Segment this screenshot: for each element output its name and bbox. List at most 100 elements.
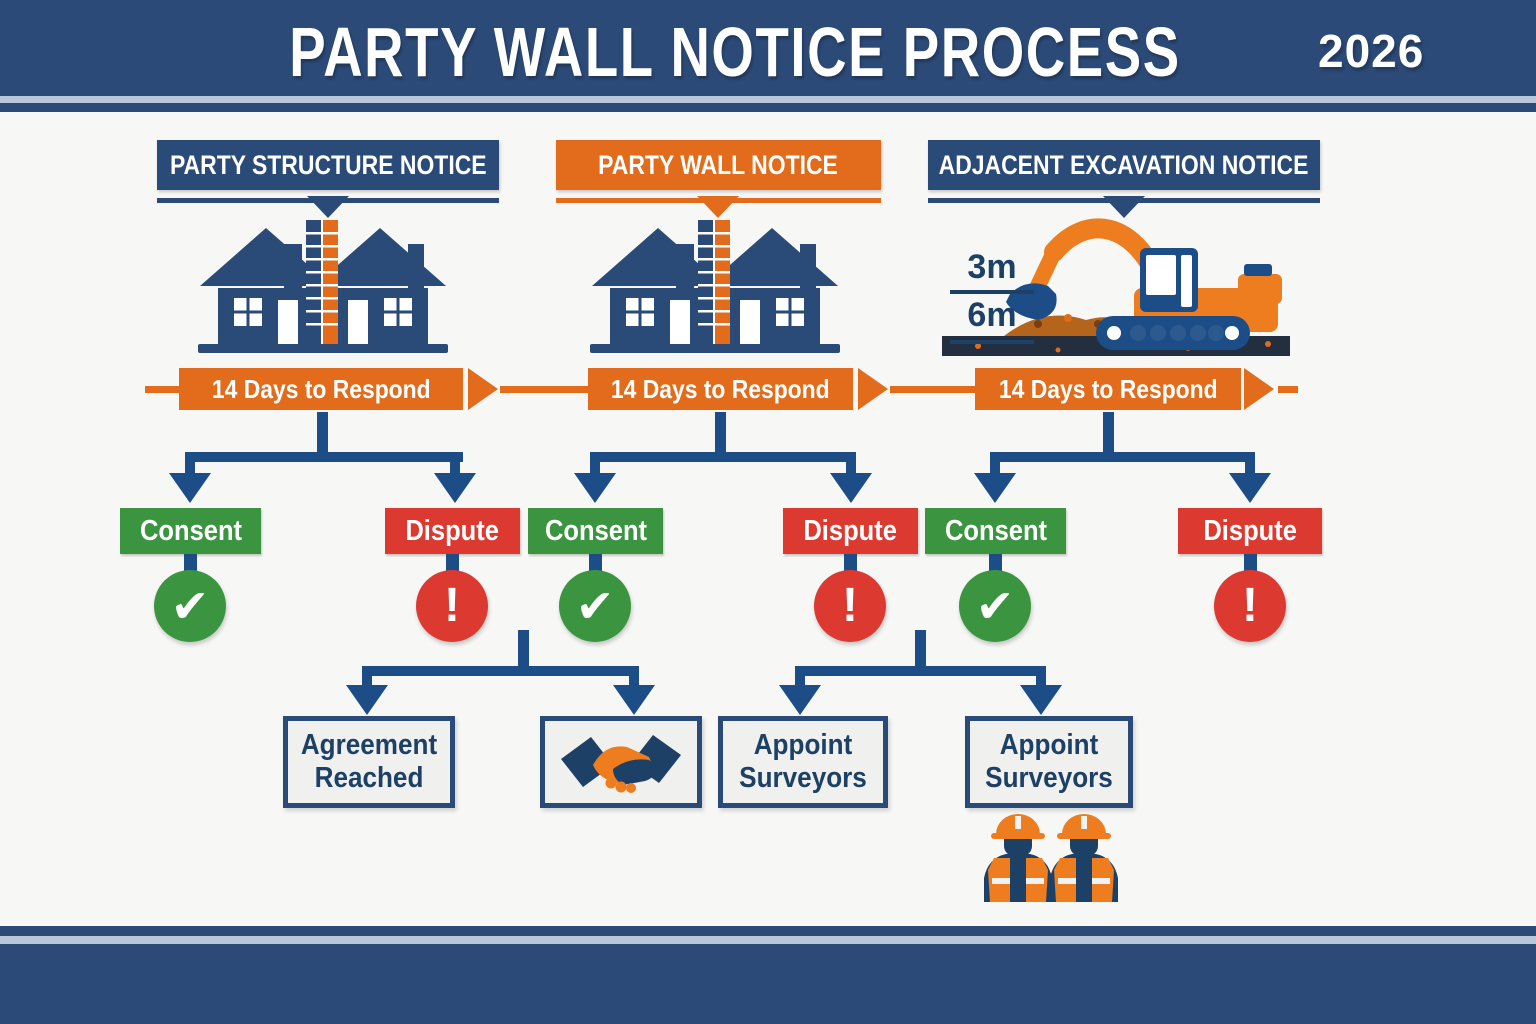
- flow-line: [145, 386, 179, 393]
- stub-line: [184, 554, 197, 572]
- notice-header-label: PARTY WALL NOTICE: [598, 149, 839, 180]
- excavation-depth-3m: 3m: [950, 248, 1034, 294]
- handshake-icon: [561, 735, 681, 793]
- header-year: 2026: [1318, 25, 1425, 77]
- consent-label: Consent: [139, 514, 242, 547]
- branch-line: [362, 674, 372, 686]
- handshake-box: [540, 716, 702, 808]
- party-wall-houses-icon: [590, 220, 840, 353]
- down-arrow-icon: [1229, 473, 1271, 503]
- appoint-surveyors-label: Appoint Surveyors: [739, 728, 867, 794]
- notice-pointer: [307, 196, 349, 218]
- branch-line: [518, 630, 529, 670]
- stub-line: [844, 554, 857, 572]
- down-arrow-icon: [613, 685, 655, 715]
- exclamation-glyph: !: [444, 579, 460, 632]
- excavation-depth-6m: 6m: [950, 296, 1034, 344]
- branch-line: [1245, 460, 1255, 474]
- notice-header-label: ADJACENT EXCAVATION NOTICE: [939, 149, 1309, 180]
- branch-line: [795, 674, 805, 686]
- branch-line: [990, 452, 1255, 462]
- stub-line: [446, 554, 459, 572]
- branch-line: [990, 460, 1000, 474]
- consent-box-1: Consent: [120, 508, 261, 554]
- header-stripe: [0, 96, 1536, 103]
- dispute-box-3: Dispute: [1178, 508, 1322, 554]
- footer-stripe: [0, 936, 1536, 944]
- surveyors-icon: [984, 814, 1118, 902]
- appoint-surveyors-box-2: Appoint Surveyors: [965, 716, 1133, 808]
- response-banner-3: 14 Days to Respond: [975, 368, 1241, 410]
- agreement-reached-label: Agreement Reached: [300, 728, 438, 794]
- branch-line: [185, 452, 463, 462]
- check-glyph: ✔: [170, 580, 210, 632]
- exclamation-icon: !: [814, 570, 886, 642]
- header-bar: [0, 0, 1536, 96]
- agreement-reached-box: Agreement Reached: [283, 716, 455, 808]
- branch-line: [590, 460, 600, 474]
- notice-pointer: [1103, 196, 1145, 218]
- dispute-label: Dispute: [803, 514, 898, 547]
- flow-line: [1278, 386, 1298, 393]
- notice-header-party-structure: PARTY STRUCTURE NOTICE: [157, 140, 499, 190]
- exclamation-icon: !: [1214, 570, 1286, 642]
- consent-label: Consent: [944, 514, 1047, 547]
- down-arrow-icon: [830, 473, 872, 503]
- check-glyph: ✔: [975, 580, 1015, 632]
- down-arrow-icon: [346, 685, 388, 715]
- response-banner-label: 14 Days to Respond: [611, 373, 830, 404]
- branch-line: [915, 630, 926, 670]
- appoint-surveyors-box-1: Appoint Surveyors: [718, 716, 888, 808]
- stub-line: [1244, 554, 1257, 572]
- flow-arrow-right-icon: [468, 368, 498, 410]
- notice-header-label: PARTY STRUCTURE NOTICE: [169, 149, 487, 180]
- notice-header-party-wall: PARTY WALL NOTICE: [556, 140, 881, 190]
- response-banner-label: 14 Days to Respond: [211, 373, 431, 404]
- branch-line: [715, 412, 726, 456]
- flow-arrow-right-icon: [1244, 368, 1274, 410]
- branch-line: [362, 666, 639, 676]
- excavator-icon: [942, 218, 1290, 356]
- notice-header-adjacent-excavation: ADJACENT EXCAVATION NOTICE: [928, 140, 1320, 190]
- flow-line: [500, 386, 588, 393]
- consent-box-3: Consent: [925, 508, 1066, 554]
- down-arrow-icon: [434, 473, 476, 503]
- branch-line: [185, 460, 195, 474]
- down-arrow-icon: [974, 473, 1016, 503]
- check-icon: ✔: [959, 570, 1031, 642]
- response-banner-2: 14 Days to Respond: [588, 368, 853, 410]
- response-banner-label: 14 Days to Respond: [998, 373, 1218, 404]
- response-banner-1: 14 Days to Respond: [179, 368, 463, 410]
- page-title: PARTY WALL NOTICE PROCESS: [289, 13, 1181, 91]
- consent-box-2: Consent: [528, 508, 663, 554]
- check-icon: ✔: [154, 570, 226, 642]
- exclamation-glyph: !: [1242, 579, 1258, 632]
- down-arrow-icon: [169, 473, 211, 503]
- branch-line: [795, 666, 1046, 676]
- footer-bar: [0, 944, 1536, 1024]
- dispute-label: Dispute: [405, 514, 500, 547]
- branch-line: [1036, 674, 1046, 686]
- consent-label: Consent: [544, 514, 647, 547]
- dispute-box-1: Dispute: [385, 508, 520, 554]
- exclamation-glyph: !: [842, 579, 858, 632]
- branch-line: [590, 452, 856, 462]
- party-wall-houses-icon: [198, 220, 448, 353]
- flow-arrow-right-icon: [858, 368, 888, 410]
- branch-line: [846, 460, 856, 474]
- footer-bar-edge: [0, 926, 1536, 936]
- dispute-box-2: Dispute: [783, 508, 918, 554]
- check-glyph: ✔: [575, 580, 615, 632]
- exclamation-icon: !: [416, 570, 488, 642]
- dispute-label: Dispute: [1203, 514, 1297, 547]
- branch-line: [317, 412, 328, 456]
- notice-pointer: [697, 196, 739, 218]
- down-arrow-icon: [779, 685, 821, 715]
- stub-line: [589, 554, 602, 572]
- flow-line: [890, 386, 975, 393]
- branch-line: [629, 674, 639, 686]
- down-arrow-icon: [574, 473, 616, 503]
- appoint-surveyors-label: Appoint Surveyors: [985, 728, 1113, 794]
- branch-line: [1103, 412, 1114, 456]
